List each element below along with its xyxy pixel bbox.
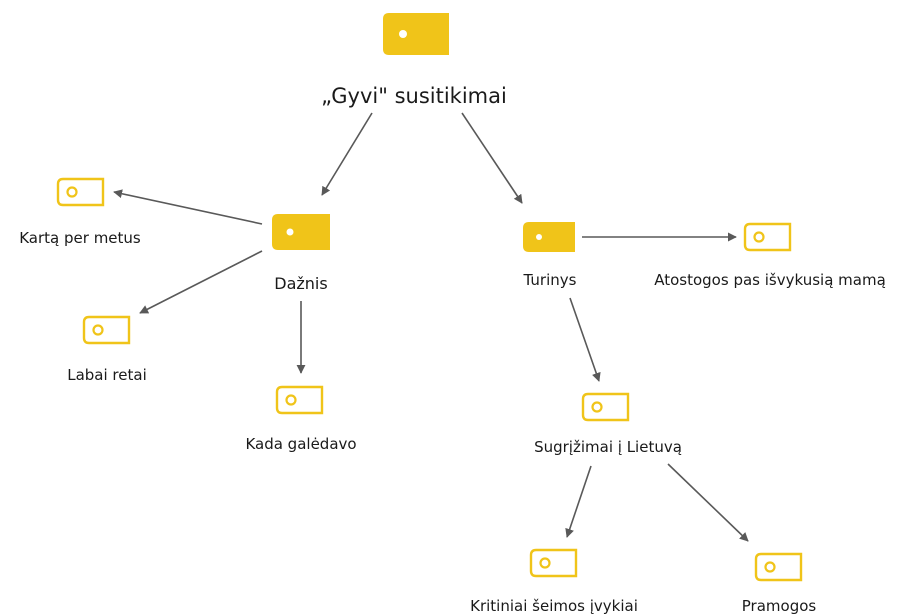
node-label: Kada galėdavo — [245, 435, 356, 453]
tag-hole — [591, 401, 603, 413]
tag-body — [523, 222, 575, 252]
tag-body — [529, 548, 578, 578]
node-root[interactable]: „Gyvi" susitikimai — [321, 13, 507, 108]
tag-body — [56, 177, 105, 207]
tag-body — [272, 214, 330, 250]
edge-sugrizimai-kritiniai — [565, 465, 592, 538]
node-label: Dažnis — [274, 274, 327, 293]
edge-daznis-kartas-per-metus — [113, 189, 263, 225]
node-pramogos[interactable]: Pramogos — [742, 552, 817, 615]
tag-icon — [383, 13, 449, 55]
node-kartas-per-metus[interactable]: Kartą per metus — [19, 177, 141, 247]
node-label: Sugrįžimai į Lietuvą — [534, 438, 682, 456]
node-kada-galedavo[interactable]: Kada galėdavo — [245, 385, 357, 453]
edge-sugrizimai-pramogos — [667, 463, 749, 542]
edge-root-daznis — [321, 112, 373, 196]
node-label: Atostogos pas išvykusią mamą — [654, 271, 886, 289]
edges — [113, 112, 749, 542]
node-label: Kritiniai šeimos įvykiai — [470, 597, 638, 615]
tag-body — [275, 385, 324, 415]
tag-icon — [56, 177, 105, 207]
tag-hole — [399, 30, 407, 38]
tag-body — [581, 392, 630, 422]
tag-icon — [529, 548, 578, 578]
tag-body — [383, 13, 449, 55]
tag-icon — [523, 222, 575, 252]
node-turinys[interactable]: Turinys — [523, 222, 577, 289]
node-labai-retai[interactable]: Labai retai — [67, 315, 147, 384]
tag-hole — [764, 561, 776, 573]
node-label: „Gyvi" susitikimai — [321, 84, 507, 108]
tag-icon — [754, 552, 803, 582]
node-label: Turinys — [523, 271, 577, 289]
tag-hole — [753, 231, 765, 243]
node-label: Kartą per metus — [19, 229, 141, 247]
tag-body — [743, 222, 792, 252]
tag-icon — [275, 385, 324, 415]
node-kritiniai[interactable]: Kritiniai šeimos įvykiai — [470, 548, 638, 615]
edge-turinys-sugrizimai — [569, 297, 601, 382]
node-sugrizimai[interactable]: Sugrįžimai į Lietuvą — [534, 392, 682, 456]
tag-icon — [82, 315, 131, 345]
tag-icon — [581, 392, 630, 422]
node-label: Labai retai — [67, 366, 147, 384]
node-label: Pramogos — [742, 597, 817, 615]
tag-body — [754, 552, 803, 582]
tag-hole — [539, 557, 551, 569]
tag-hole — [285, 394, 297, 406]
edge-root-turinys — [461, 112, 523, 204]
tag-hole — [66, 186, 78, 198]
tag-hole — [286, 228, 294, 236]
node-daznis[interactable]: Dažnis — [272, 214, 330, 293]
tag-icon — [272, 214, 330, 250]
edge-daznis-labai-retai — [139, 250, 263, 314]
tag-body — [82, 315, 131, 345]
tag-hole — [92, 324, 104, 336]
tag-hole — [536, 234, 542, 240]
tag-icon — [743, 222, 792, 252]
node-atostogos[interactable]: Atostogos pas išvykusią mamą — [654, 222, 886, 289]
